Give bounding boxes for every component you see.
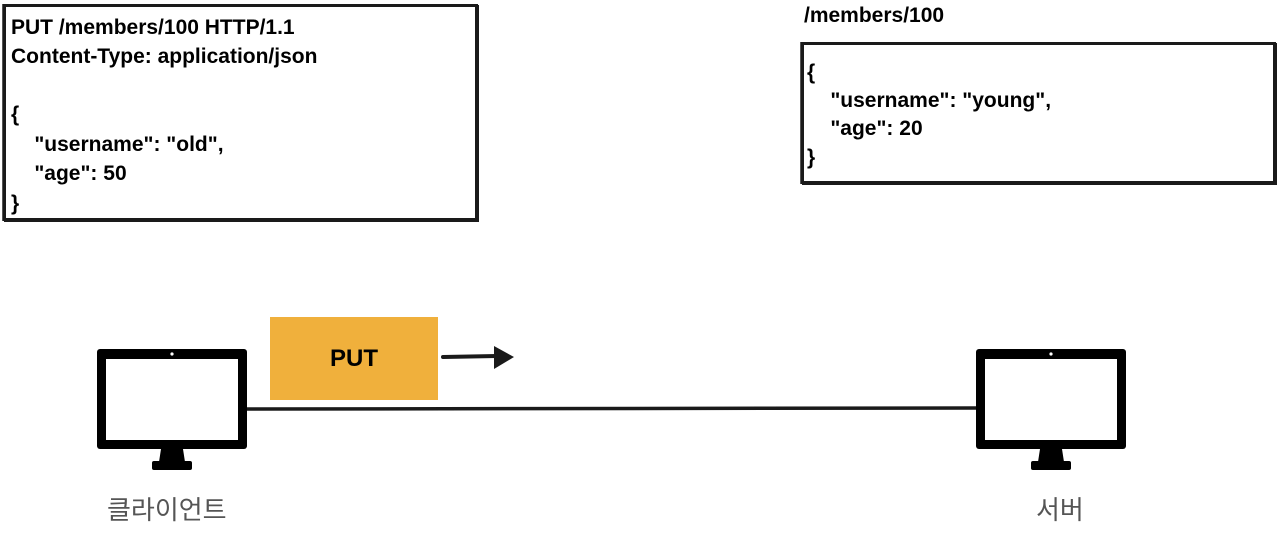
arrow-shaft — [441, 354, 499, 359]
method-label: PUT — [330, 344, 378, 372]
client-monitor-icon — [97, 349, 247, 470]
arrow-head — [494, 346, 514, 369]
request-message-box — [3, 4, 478, 221]
resource-path: /members/100 — [804, 4, 945, 27]
server-monitor-icon — [976, 349, 1126, 470]
request-body-open: { — [11, 103, 20, 126]
server-label: 서버 — [1036, 496, 1084, 526]
resource-box — [801, 42, 1276, 184]
request-body-close: } — [11, 192, 20, 215]
resource-body-open: { — [807, 61, 816, 84]
resource-body-age: "age": 20 — [807, 117, 923, 140]
resource-body-close: } — [807, 146, 816, 169]
client-label: 클라이언트 — [107, 496, 227, 526]
resource-body-username: "username": "young", — [807, 89, 1052, 112]
request-body-age: "age": 50 — [11, 162, 127, 185]
connection-line — [244, 406, 978, 411]
request-line: PUT /members/100 HTTP/1.1 — [11, 16, 295, 39]
put-method-box: PUT — [270, 317, 438, 400]
request-header: Content-Type: application/json — [11, 45, 318, 68]
request-body-username: "username": "old", — [11, 133, 224, 156]
